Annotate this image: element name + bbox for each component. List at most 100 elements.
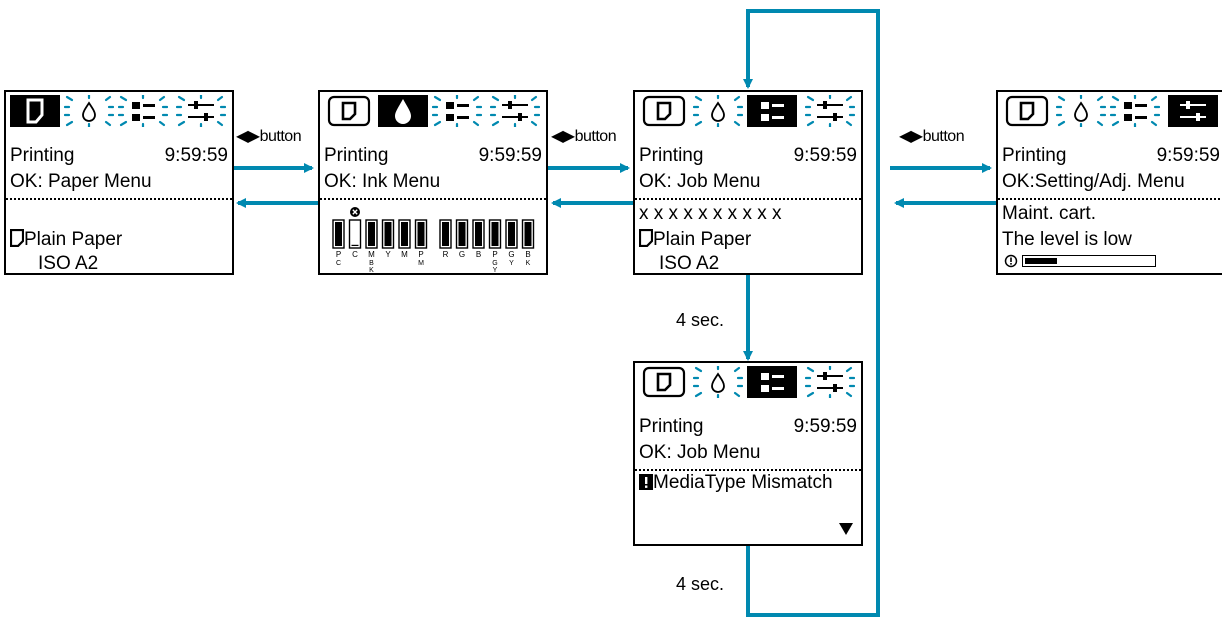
- menu-hint: OK: Job Menu: [639, 442, 761, 463]
- ink-code-label: M: [368, 250, 375, 259]
- menu-hint: OK: Job Menu: [639, 171, 761, 192]
- tab-job: [432, 95, 482, 127]
- nav-button-label: ◀▶button: [899, 128, 965, 145]
- nav-button-label: ◀▶button: [551, 128, 617, 145]
- level-low-message: The level is low: [1002, 229, 1132, 250]
- tab-settings: [805, 366, 855, 398]
- ink-code-label: C: [352, 250, 358, 259]
- status-text: Printing: [1002, 145, 1067, 166]
- tab-ink: [693, 95, 743, 127]
- ink-tank-fill-3: [384, 222, 392, 246]
- ink-icon: [64, 95, 114, 127]
- tab-settings: [176, 95, 226, 127]
- paper-icon: [642, 95, 686, 127]
- tab-paper: [324, 95, 374, 127]
- settings-icon: [1168, 95, 1218, 127]
- job-icon: [432, 95, 482, 127]
- time-text: 9:59:59: [793, 145, 857, 166]
- job-icon: [118, 95, 168, 127]
- timer-label: 4 sec.: [676, 574, 725, 594]
- ink-tank-fill-8: [475, 222, 482, 246]
- time-text: 9:59:59: [478, 145, 542, 166]
- tab-job: [747, 95, 797, 127]
- tab-ink: [378, 95, 428, 127]
- ink-code-label: G: [459, 250, 465, 259]
- divider: [320, 198, 546, 200]
- screen-settings: Printing 9:59:59 OK:Setting/Adj. Menu Ma…: [996, 90, 1222, 275]
- nav-button-label: ◀▶button: [236, 128, 302, 145]
- ink-tank-fill-0: [335, 222, 342, 246]
- ink-sub-label: Y: [493, 267, 498, 274]
- settings-icon: [176, 95, 226, 127]
- ink-icon: [378, 95, 428, 127]
- tab-bar: [635, 92, 861, 132]
- menu-hint: OK:Setting/Adj. Menu: [1002, 171, 1185, 192]
- divider: [998, 198, 1222, 200]
- tab-settings: [490, 95, 540, 127]
- time-text: 9:59:59: [1156, 145, 1220, 166]
- tab-bar: [320, 92, 546, 132]
- paper-type: Plain Paper: [24, 229, 123, 250]
- tab-settings: [1168, 95, 1218, 127]
- paper-icon: [1005, 95, 1049, 127]
- screen-job-warning: Printing 9:59:59 OK: Job Menu MediaType …: [633, 361, 863, 546]
- maintenance-cartridge-label: Maint. cart.: [1002, 203, 1096, 224]
- ink-sub-label: G: [492, 260, 497, 267]
- paper-icon: [638, 228, 654, 248]
- arrow-warning-loop-to-job: [743, 9, 880, 617]
- ink-tank-fill-2: [368, 222, 375, 246]
- scroll-down-icon: [839, 523, 853, 535]
- job-name: x x x x x x x x x x: [639, 203, 782, 224]
- tab-ink: [1056, 95, 1106, 127]
- job-icon: [747, 95, 797, 127]
- ink-sub-label: Y: [509, 260, 514, 267]
- tab-ink: [64, 95, 114, 127]
- ink-sub-label: C: [336, 260, 341, 267]
- ink-code-label: Y: [385, 250, 391, 259]
- ink-tank-fill-9: [491, 222, 499, 246]
- paper-size: ISO A2: [38, 253, 99, 274]
- paper-icon: [327, 95, 371, 127]
- tab-paper: [10, 95, 60, 127]
- menu-hint: OK: Ink Menu: [324, 171, 441, 192]
- ink-sub-label: M: [418, 260, 424, 267]
- ink-code-label: M: [401, 250, 408, 259]
- tab-paper: [639, 95, 689, 127]
- ink-tank-fill-11: [524, 222, 532, 246]
- job-icon: [1110, 95, 1160, 127]
- paper-icon: [10, 95, 60, 127]
- ink-tank-fill-4: [401, 222, 408, 246]
- ink-code-label: B: [476, 250, 481, 259]
- tab-bar: [6, 92, 232, 132]
- status-text: Printing: [324, 145, 389, 166]
- tab-settings: [805, 95, 855, 127]
- tab-job: [747, 366, 797, 398]
- warning-message: MediaType Mismatch: [653, 472, 833, 493]
- settings-icon: [490, 95, 540, 127]
- job-icon: [747, 366, 797, 398]
- time-text: 9:59:59: [164, 145, 228, 166]
- ink-sub-label: K: [369, 267, 374, 274]
- ink-tank-fill-6: [442, 222, 449, 246]
- paper-icon: [642, 366, 686, 398]
- screen-job: Printing 9:59:59 OK: Job Menu x x x x x …: [633, 90, 863, 275]
- ink-sub-label: K: [526, 260, 531, 267]
- ink-tank-fill-10: [508, 222, 515, 246]
- paper-type: Plain Paper: [653, 229, 752, 250]
- time-text: 9:59:59: [793, 416, 857, 437]
- tab-paper: [1002, 95, 1052, 127]
- tab-paper: [639, 366, 689, 398]
- paper-icon: [9, 228, 25, 248]
- paper-size: ISO A2: [659, 253, 720, 274]
- ink-code-label: R: [443, 250, 449, 259]
- ink-icon: [693, 95, 743, 127]
- divider: [6, 198, 232, 200]
- ink-code-label: B: [525, 250, 530, 259]
- timer-label: 4 sec.: [676, 310, 725, 330]
- status-text: Printing: [639, 145, 704, 166]
- screen-paper: Printing 9:59:59 OK: Paper Menu Plain Pa…: [4, 90, 234, 275]
- ink-icon: [693, 366, 743, 398]
